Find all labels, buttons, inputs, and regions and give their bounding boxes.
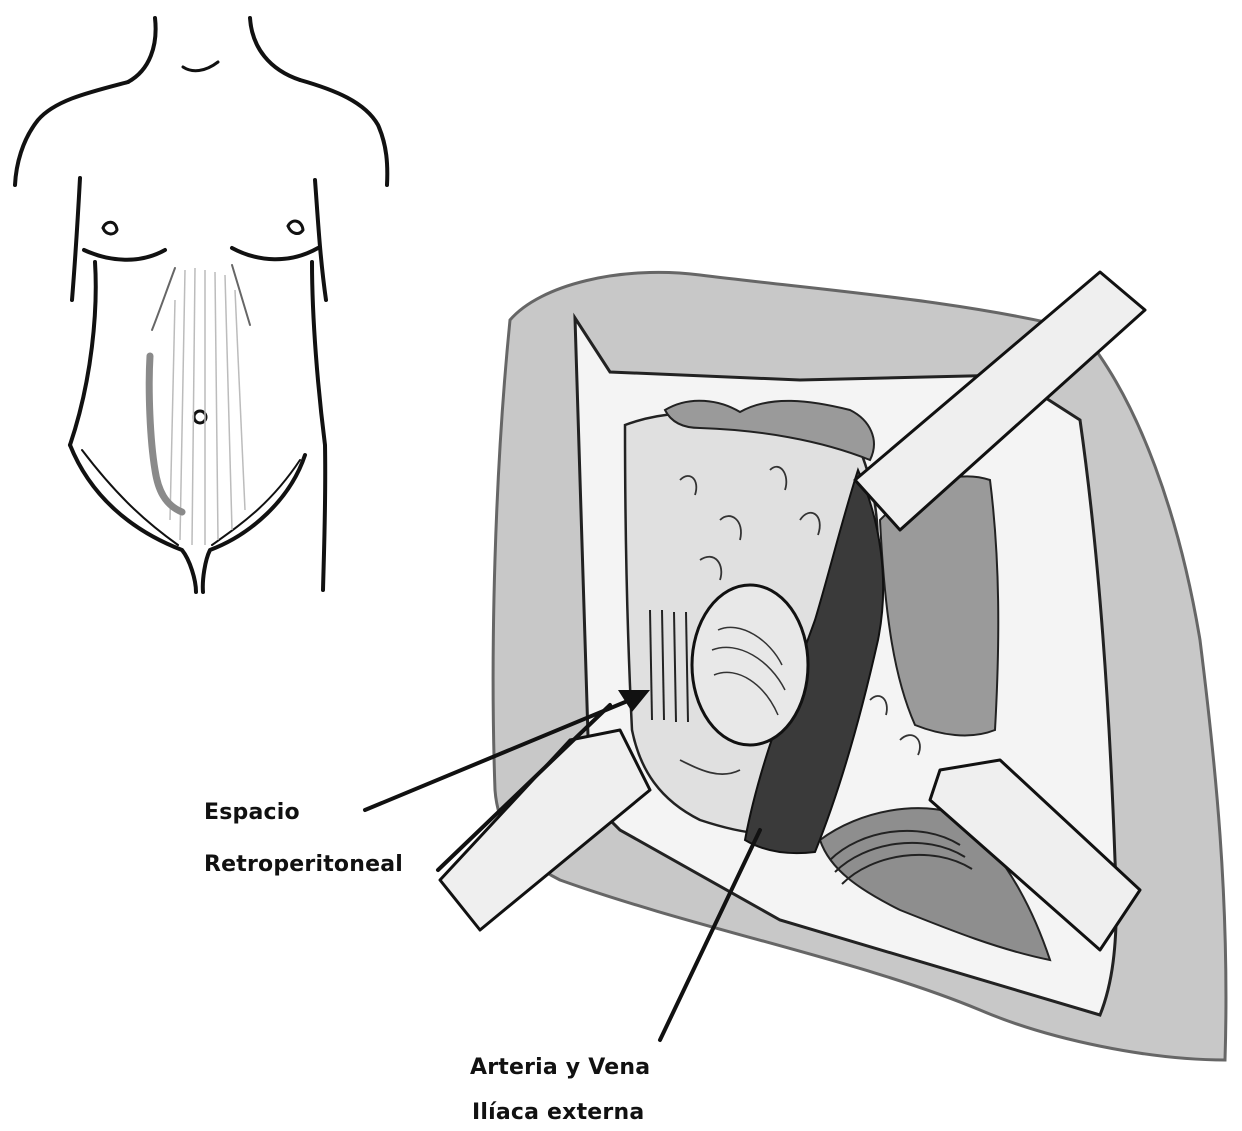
bladder-structure xyxy=(692,585,808,745)
torso-figure xyxy=(15,18,387,592)
torso-midline-shading xyxy=(170,268,245,545)
surgical-field xyxy=(440,272,1226,1060)
umbilicus xyxy=(194,411,206,423)
torso-breast-right xyxy=(232,248,318,259)
torso-side-left xyxy=(72,178,80,300)
nipple-right xyxy=(288,221,303,233)
torso-rib-left xyxy=(152,268,175,330)
torso-clavicle xyxy=(183,62,218,71)
label-arteria-vena: Arteria y Vena xyxy=(470,1055,650,1080)
torso-neck-right xyxy=(250,18,300,80)
label-iliaca-externa: Ilíaca externa xyxy=(472,1100,644,1125)
label-retroperitoneal: Retroperitoneal xyxy=(204,852,403,877)
torso-breast-left xyxy=(84,250,165,260)
torso-side-right xyxy=(315,180,326,300)
label-espacio: Espacio xyxy=(204,800,300,825)
torso-shoulder-left xyxy=(15,82,128,185)
incision-line xyxy=(149,356,182,512)
torso-hip-left xyxy=(70,445,196,592)
torso-shoulder-right xyxy=(300,80,387,185)
torso-waist-right xyxy=(312,262,325,590)
torso-neck-left xyxy=(128,18,156,82)
torso-inguinal-right xyxy=(212,460,300,545)
nipple-left xyxy=(103,222,117,234)
